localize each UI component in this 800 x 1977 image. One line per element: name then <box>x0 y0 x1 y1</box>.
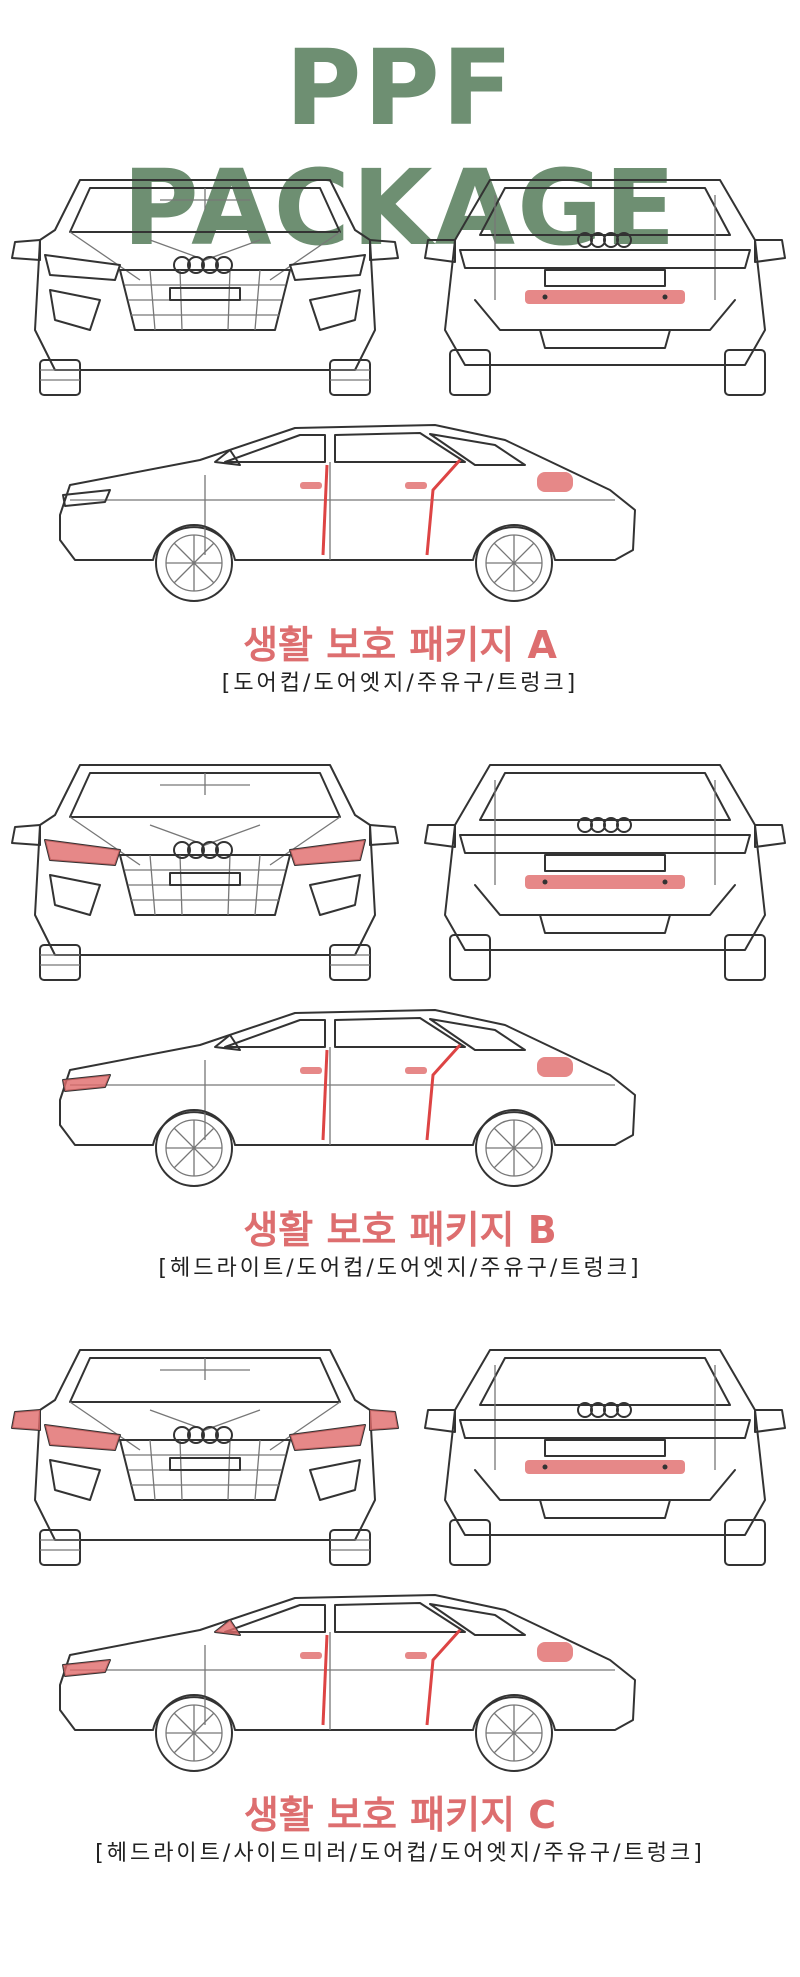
car-front-view <box>11 764 399 981</box>
car-rear-view <box>424 764 786 981</box>
package-title: 생활 보호 패키지 A <box>243 623 557 667</box>
package-c-section: 생활 보호 패키지 C [헤드라이트/사이드미러/도어컵/도어엣지/주유구/트렁… <box>0 1340 800 1900</box>
package-parts-list: [헤드라이트/도어컵/도어엣지/주유구/트렁크] <box>158 1256 642 1281</box>
car-front-view <box>11 179 399 396</box>
package-b-section: 생활 보호 패키지 B [헤드라이트/도어컵/도어엣지/주유구/트렁크] <box>0 755 800 1315</box>
car-front-view <box>11 1349 399 1566</box>
car-side-view <box>59 1009 636 1187</box>
car-rear-view <box>424 179 786 396</box>
car-rear-view <box>424 1349 786 1566</box>
package-title: 생활 보호 패키지 B <box>243 1208 557 1252</box>
car-side-view <box>59 424 636 602</box>
car-side-view <box>59 1594 636 1772</box>
page-title: PPF PACKAGE <box>122 27 678 269</box>
package-a-section: 생활 보호 패키지 A [도어컵/도어엣지/주유구/트렁크] <box>0 170 800 730</box>
package-parts-list: [헤드라이트/사이드미러/도어컵/도어엣지/주유구/트렁크] <box>95 1841 705 1866</box>
package-parts-list: [도어컵/도어엣지/주유구/트렁크] <box>221 671 579 696</box>
package-title: 생활 보호 패키지 C <box>243 1793 557 1837</box>
